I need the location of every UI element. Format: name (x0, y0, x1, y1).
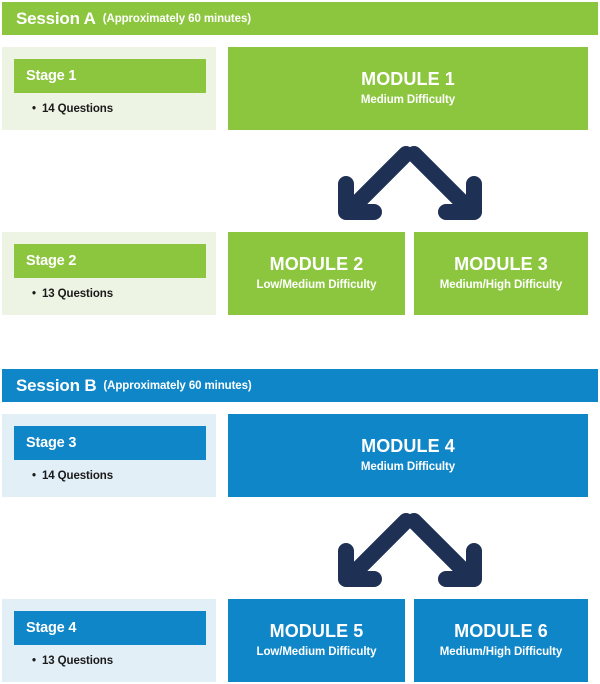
session-duration: (Approximately 60 minutes) (102, 12, 251, 25)
session-title: Session B (16, 375, 97, 395)
module-title: MODULE 6 (454, 621, 548, 642)
stage-question-count-3: • 14 Questions (32, 470, 113, 482)
module-difficulty: Low/Medium Difficulty (256, 646, 377, 659)
stage-panel-3: Stage 3 • 14 Questions (2, 414, 216, 497)
stage-question-count-4: • 13 Questions (32, 655, 113, 667)
module-difficulty: Medium/High Difficulty (439, 646, 563, 659)
stage-bar-4: Stage 4 (14, 611, 206, 645)
stage-bar-2: Stage 2 (14, 244, 206, 278)
stage-bar-3: Stage 3 (14, 426, 206, 460)
bullet-icon: • (32, 103, 36, 115)
module-difficulty: Medium Difficulty (360, 461, 456, 474)
stage-label: Stage 2 (26, 253, 77, 269)
module-difficulty: Medium Difficulty (360, 94, 456, 107)
bullet-icon: • (32, 655, 36, 667)
module-box-4: MODULE 4 Medium Difficulty (228, 414, 588, 497)
question-count-text: 14 Questions (42, 103, 114, 115)
module-title: MODULE 3 (454, 254, 548, 275)
stage-bar-1: Stage 1 (14, 59, 206, 93)
module-difficulty: Low/Medium Difficulty (256, 279, 377, 292)
session-block-a: Session A (Approximately 60 minutes) Sta… (0, 0, 600, 330)
question-count-text: 13 Questions (42, 655, 114, 667)
bullet-icon: • (32, 470, 36, 482)
question-count-text: 14 Questions (42, 470, 114, 482)
branching-double-arrow-down-icon (318, 142, 498, 230)
bullet-icon: • (32, 288, 36, 300)
module-box-3: MODULE 3 Medium/High Difficulty (414, 232, 588, 315)
stage-panel-4: Stage 4 • 13 Questions (2, 599, 216, 682)
stage-panel-2: Stage 2 • 13 Questions (2, 232, 216, 315)
module-title: MODULE 2 (269, 254, 364, 275)
module-box-1: MODULE 1 Medium Difficulty (228, 47, 588, 130)
module-title: MODULE 4 (361, 436, 455, 457)
stage-label: Stage 3 (26, 435, 77, 451)
question-count-text: 13 Questions (42, 288, 114, 300)
module-box-6: MODULE 6 Medium/High Difficulty (414, 599, 588, 682)
session-duration: (Approximately 60 minutes) (103, 379, 252, 392)
stage-label: Stage 1 (26, 68, 77, 84)
module-title: MODULE 5 (269, 621, 364, 642)
branching-double-arrow-down-icon (318, 509, 498, 597)
session-title: Session A (16, 8, 96, 28)
module-box-2: MODULE 2 Low/Medium Difficulty (228, 232, 405, 315)
session-block-b: Session B (Approximately 60 minutes) Sta… (0, 367, 600, 684)
session-header-a: Session A (Approximately 60 minutes) (2, 2, 598, 35)
module-box-5: MODULE 5 Low/Medium Difficulty (228, 599, 405, 682)
stage-panel-1: Stage 1 • 14 Questions (2, 47, 216, 130)
stage-question-count-1: • 14 Questions (32, 103, 113, 115)
stage-label: Stage 4 (26, 620, 77, 636)
module-title: MODULE 1 (361, 69, 455, 90)
session-header-b: Session B (Approximately 60 minutes) (2, 369, 598, 402)
module-difficulty: Medium/High Difficulty (439, 279, 563, 292)
stage-question-count-2: • 13 Questions (32, 288, 113, 300)
